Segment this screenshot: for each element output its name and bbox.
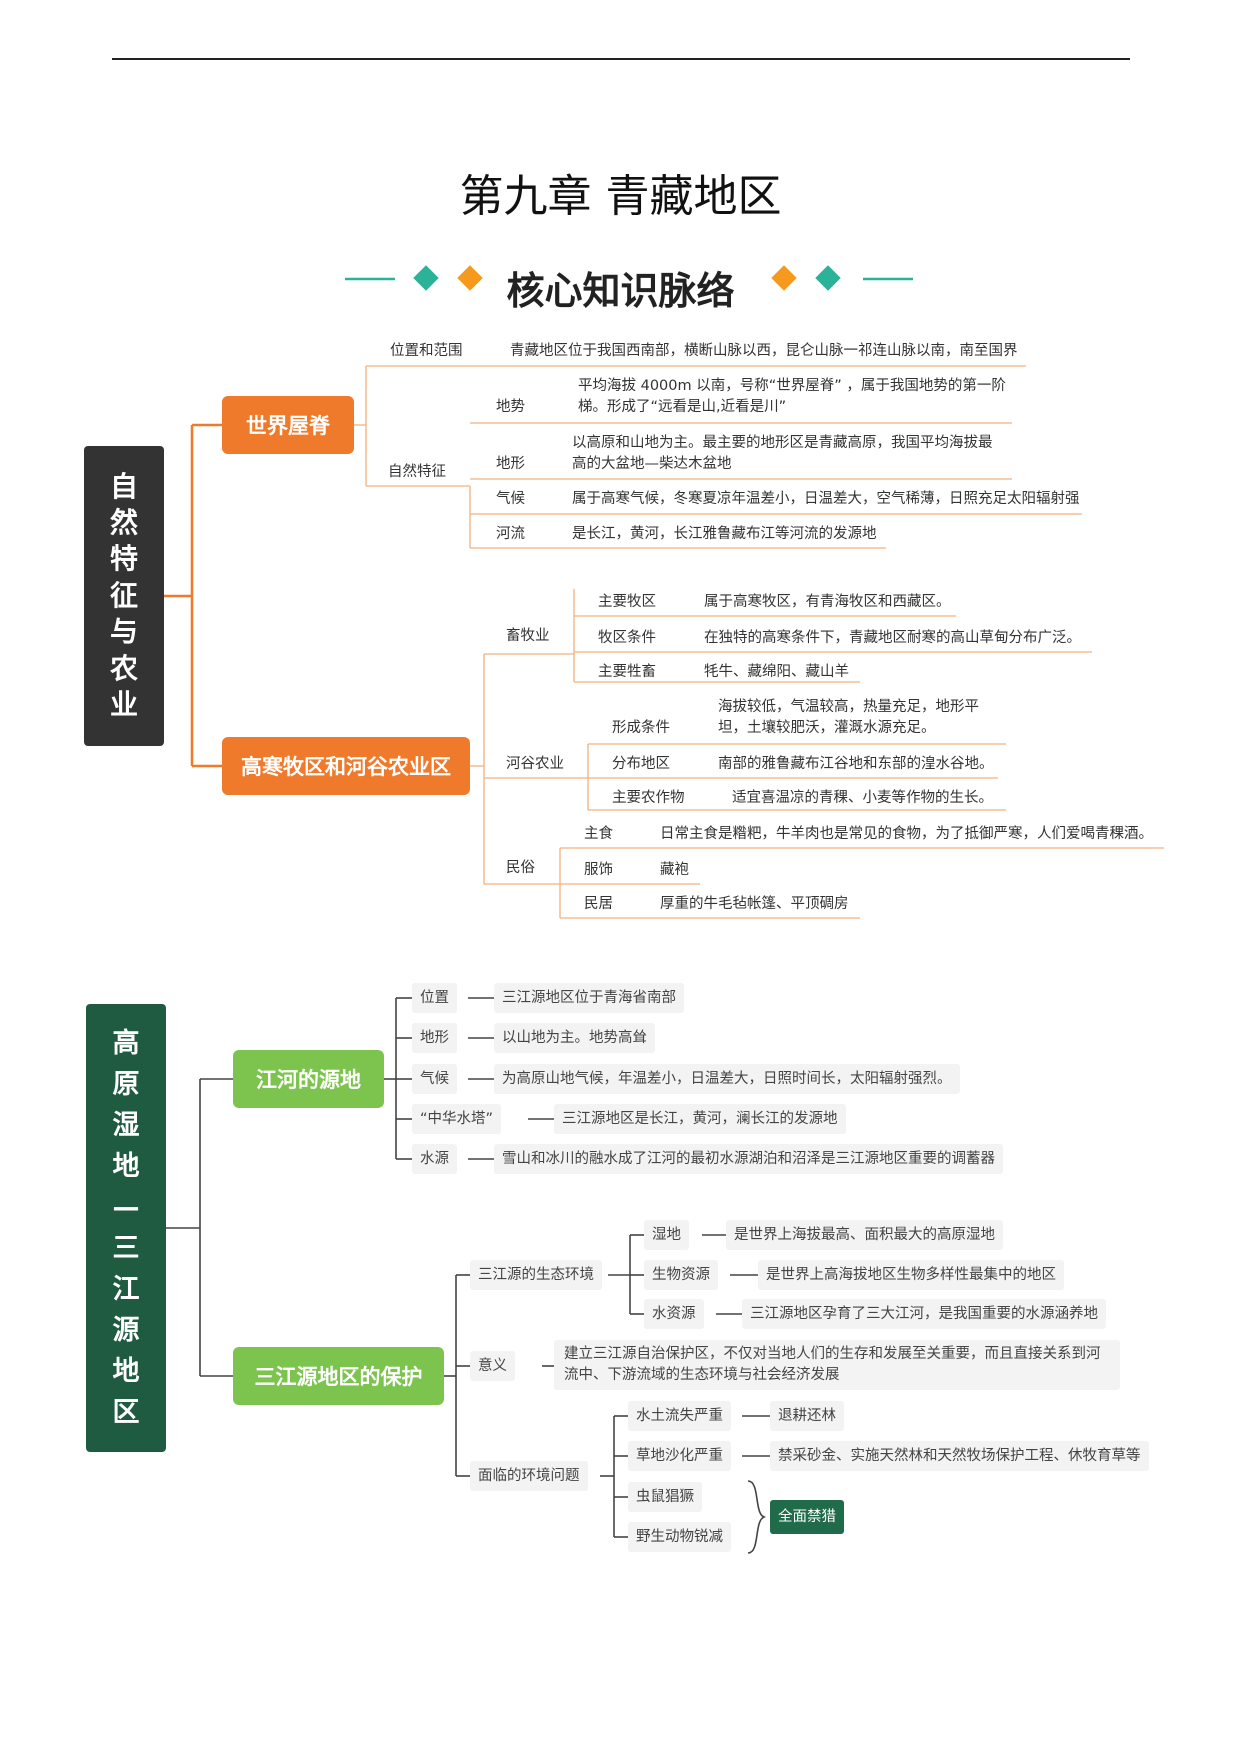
hunting-ban-badge: 全面禁猎 <box>770 1500 844 1534</box>
staple-food-label: 主食 <box>584 826 613 842</box>
water-tower-label: “中华水塔” <box>412 1104 502 1134</box>
river-label: 河流 <box>496 526 525 542</box>
climate-text: 属于高寒气候，冬寒夏凉年温差小，日温差大，空气稀薄，日照充足太阳辐射强 <box>572 491 1080 507</box>
hub-river-source: 江河的源地 <box>233 1050 384 1108</box>
landform-label: 地形 <box>496 456 525 472</box>
section2-label: 高 原 湿 地 — 三 江 源 地 区 <box>86 1004 166 1452</box>
hub-world-roof: 世界屋脊 <box>222 396 354 454</box>
valley-crops-text: 适宜喜温凉的青稞、小麦等作物的生长。 <box>732 790 993 806</box>
natural-label: 自然特征 <box>388 464 446 480</box>
desertification-action: 禁采砂金、实施天然林和天然牧场保护工程、休牧育草等 <box>770 1441 1149 1471</box>
water-resource-text: 三江源地区孕育了三大江河，是我国重要的水源涵养地 <box>742 1299 1106 1329</box>
eco-label: 三江源的生态环境 <box>470 1260 602 1290</box>
clothing-label: 服饰 <box>584 862 613 878</box>
river-source-climate-label: 气候 <box>412 1064 457 1094</box>
landform-text: 以高原和山地为主。最主要的地形区是青藏高原，我国平均海拔最高的大盆地—柴达木盆地 <box>572 435 993 472</box>
river-text: 是长江，黄河，长江雅鲁藏布江等河流的发源地 <box>572 526 877 542</box>
problems-label: 面临的环境问题 <box>470 1461 588 1491</box>
meaning-label: 意义 <box>470 1351 515 1381</box>
pasture-main-text: 属于高寒牧区，有青海牧区和西藏区。 <box>704 594 951 610</box>
custom-label: 民俗 <box>506 860 535 876</box>
river-source-location-text: 三江源地区位于青海省南部 <box>494 983 684 1013</box>
hub-pasture-valley: 高寒牧区和河谷农业区 <box>222 737 470 795</box>
river-source-landform-text: 以山地为主。地势高耸 <box>494 1023 655 1053</box>
water-source-text: 雪山和冰川的融水成了江河的最初水源湖泊和沼泽是三江源地区重要的调蓄器 <box>494 1144 1003 1174</box>
climate-label: 气候 <box>496 491 525 507</box>
soil-erosion-action: 退耕还林 <box>770 1401 844 1431</box>
wetland-text: 是世界上海拔最高、面积最大的高原湿地 <box>726 1220 1003 1250</box>
banner-decoration <box>345 265 913 291</box>
desertification-label: 草地沙化严重 <box>628 1441 731 1471</box>
terrain-height-text: 平均海拔 4000m 以南，号称“世界屋脊” ，属于我国地势的第一阶梯。形成了“… <box>578 378 1006 415</box>
pasture-condition-text: 在独特的高寒条件下，青藏地区耐寒的高山草甸分布广泛。 <box>704 630 1081 646</box>
animal-label: 畜牧业 <box>506 628 550 644</box>
terrain-height-label: 地势 <box>496 399 525 415</box>
valley-region-text: 南部的雅鲁藏布江谷地和东部的湟水谷地。 <box>718 756 994 772</box>
valley-condition-label: 形成条件 <box>612 720 670 736</box>
water-resource-label: 水资源 <box>644 1299 704 1329</box>
meaning-text: 建立三江源自治保护区，不仅对当地人们的生存和发展至关重要，而且直接关系到河流中、… <box>554 1340 1120 1390</box>
pasture-condition-label: 牧区条件 <box>598 630 656 646</box>
staple-food-text: 日常主食是糌粑，牛羊肉也是常见的食物，为了抵御严寒，人们爱喝青稞酒。 <box>660 826 1153 842</box>
valley-condition-text: 海拔较低，气温较高，热量充足，地形平坦，土壤较肥沃，灌溉水源充足。 <box>718 699 979 736</box>
dwelling-label: 民居 <box>584 896 613 912</box>
livestock-label: 主要牲畜 <box>598 664 656 680</box>
river-source-climate-text: 为高原山地气候，年温差小，日温差大，日照时间长，太阳辐射强烈。 <box>494 1064 960 1094</box>
wildlife-label: 野生动物锐减 <box>628 1522 731 1552</box>
clothing-text: 藏袍 <box>660 862 689 878</box>
location-text: 青藏地区位于我国西南部，横断山脉以西，昆仑山脉一祁连山脉以南，南至国界 <box>510 343 1018 359</box>
wetland-label: 湿地 <box>644 1220 689 1250</box>
bio-resource-label: 生物资源 <box>644 1260 718 1290</box>
valley-region-label: 分布地区 <box>612 756 670 772</box>
dwelling-text: 厚重的牛毛毡帐篷、平顶碉房 <box>660 896 849 912</box>
location-label: 位置和范围 <box>390 343 463 359</box>
top-rule <box>112 58 1130 60</box>
hub-sanjiangyuan-protection: 三江源地区的保护 <box>233 1347 444 1405</box>
river-source-location-label: 位置 <box>412 983 457 1013</box>
section1-label: 自 然 特 征 与 农 业 <box>84 446 164 746</box>
valley-label: 河谷农业 <box>506 756 564 772</box>
valley-crops-label: 主要农作物 <box>612 790 685 806</box>
water-source-label: 水源 <box>412 1144 457 1174</box>
rodent-label: 虫鼠猖獗 <box>628 1482 702 1512</box>
river-source-landform-label: 地形 <box>412 1023 457 1053</box>
soil-erosion-label: 水土流失严重 <box>628 1401 731 1431</box>
water-tower-text: 三江源地区是长江，黄河，澜长江的发源地 <box>554 1104 846 1134</box>
pasture-main-label: 主要牧区 <box>598 594 656 610</box>
livestock-text: 牦牛、藏绵阳、藏山羊 <box>704 664 849 680</box>
chapter-title: 第九章 青藏地区 <box>459 171 782 222</box>
banner-title: 核心知识脉络 <box>506 269 735 313</box>
bio-resource-text: 是世界上高海拔地区生物多样性最集中的地区 <box>758 1260 1064 1290</box>
